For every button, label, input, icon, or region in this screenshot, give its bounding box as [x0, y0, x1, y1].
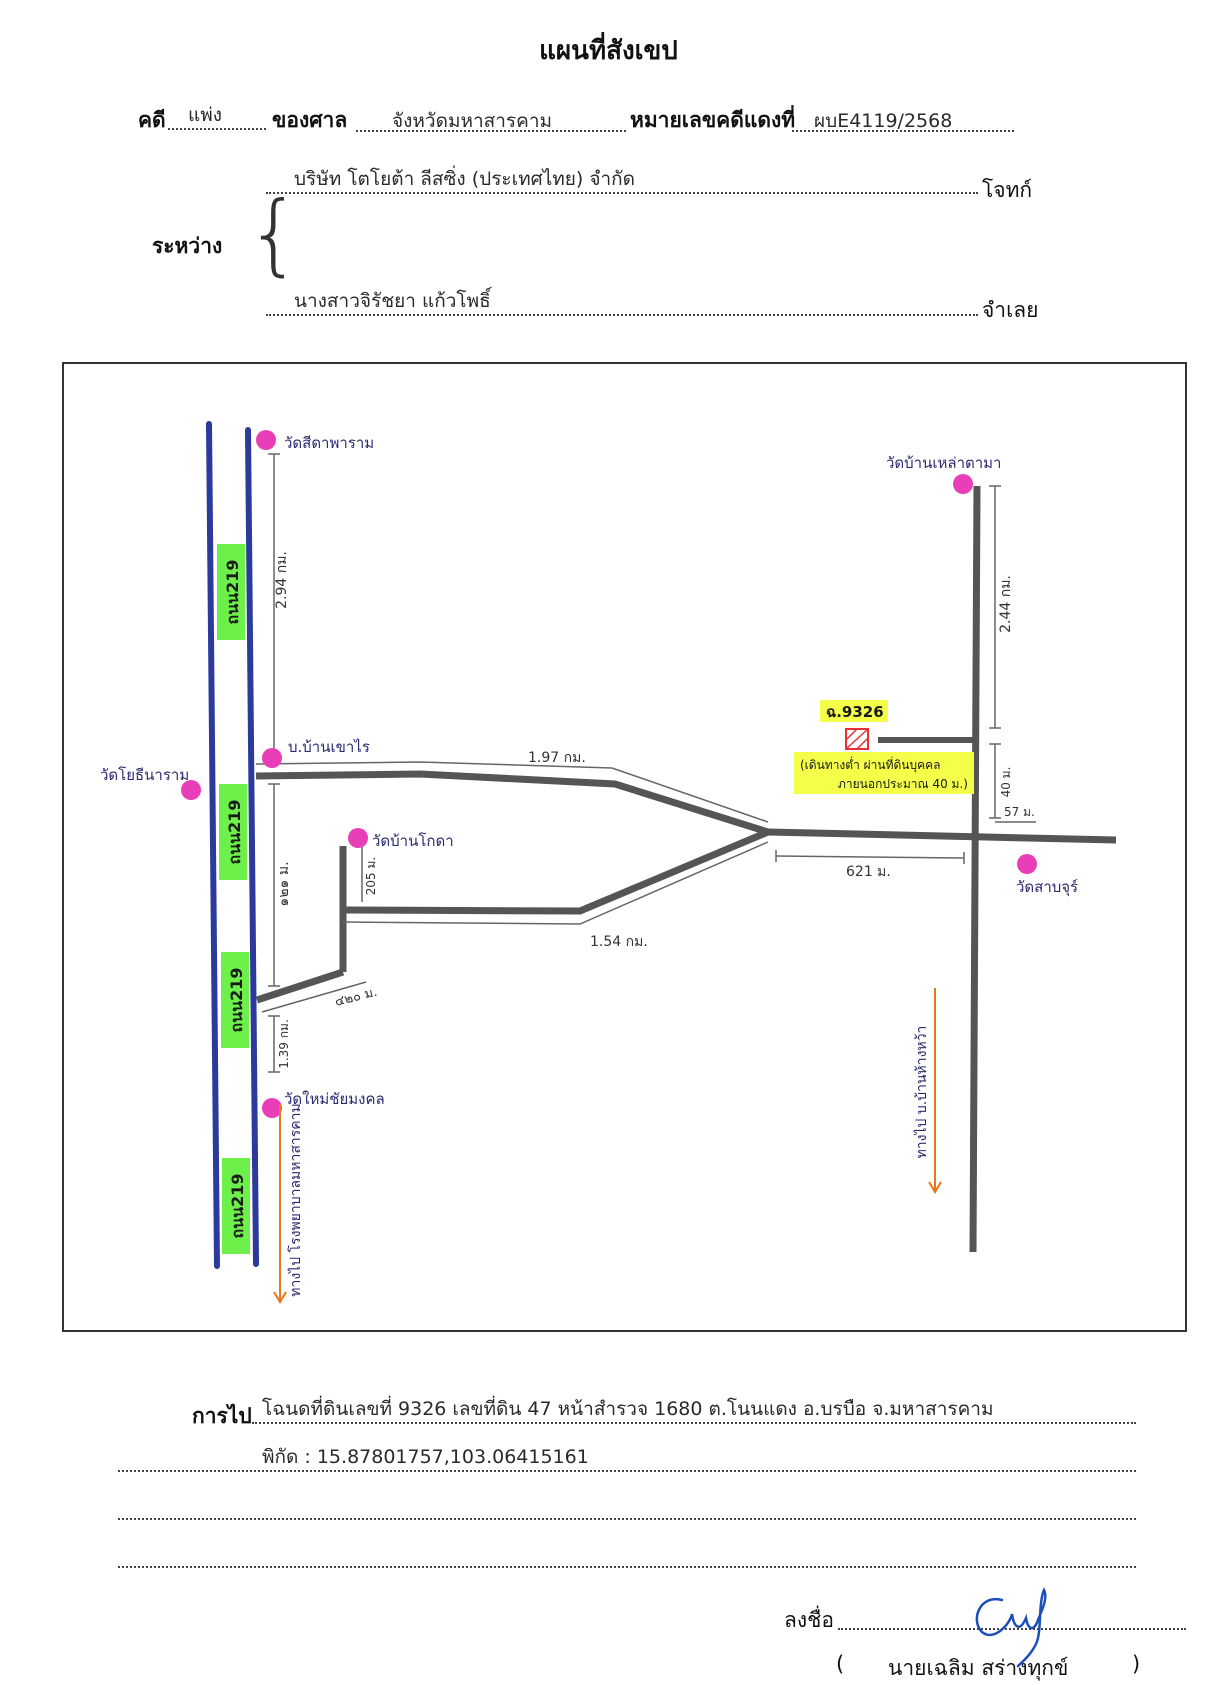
lower-road — [342, 828, 770, 915]
temple-top-right-icon: วัดบ้านเหล่าตามา — [886, 454, 1001, 494]
temple-top-left-icon: วัดสีดาพาราม — [256, 430, 374, 452]
svg-text:วัดใหม่ชัยมงคล: วัดใหม่ชัยมงคล — [284, 1090, 385, 1108]
road-label-1: ถนน219 — [217, 544, 245, 640]
signer-close-paren: ) — [1132, 1652, 1141, 1676]
route-label: การไป — [192, 1404, 252, 1428]
svg-text:(เดินทางต่ำ ผ่านที่ดินบุคคล: (เดินทางต่ำ ผ่านที่ดินบุคคล — [800, 756, 941, 773]
road-label-3: ถนน219 — [221, 952, 249, 1048]
sign-dots — [838, 1628, 1186, 1630]
svg-text:621 ม.: 621 ม. — [846, 864, 891, 880]
temple-ban-noen-icon: บ.บ้านเขาไร — [262, 738, 370, 768]
route-dots-3 — [118, 1518, 1136, 1520]
temple-bottom-left-icon: วัดใหม่ชัยมงคล — [262, 1090, 385, 1118]
plaintiff-name: บริษัท โตโยต้า ลีสซิ่ง (ประเทศไทย) จำกัด — [294, 168, 636, 190]
plaintiff-role: โจทก์ — [982, 178, 1033, 202]
route-dots-4 — [118, 1566, 1136, 1568]
svg-text:วัดบ้านเหล่าตามา: วัดบ้านเหล่าตามา — [886, 454, 1001, 472]
temple-left-icon: วัดโยธีนาราม — [100, 766, 201, 800]
case-type: แพ่ง — [188, 104, 223, 126]
svg-text:1.39 กม.: 1.39 กม. — [277, 1019, 291, 1069]
signer-open-paren: ( — [836, 1652, 845, 1676]
svg-text:วัดโยธีนาราม: วัดโยธีนาราม — [100, 766, 189, 784]
court-name: จังหวัดมหาสารคาม — [392, 110, 553, 132]
svg-text:2.44 กม.: 2.44 กม. — [998, 575, 1014, 633]
svg-text:ถนน219: ถนน219 — [227, 968, 246, 1033]
road-label-4: ถนน219 — [222, 1158, 250, 1254]
svg-text:1.54 กม.: 1.54 กม. — [590, 934, 648, 950]
svg-text:ภายนอกประมาณ 40 ม.): ภายนอกประมาณ 40 ม.) — [838, 777, 968, 791]
arrow-right-direction: ทางไป บ.บ้านห้างหว้า — [913, 988, 942, 1194]
highway-line-left — [206, 421, 220, 1269]
defendant-name: นางสาวจิรัชยา แก้วโพธิ์ — [294, 290, 491, 312]
sign-label: ลงชื่อ — [784, 1608, 834, 1632]
measure-lines — [255, 453, 1036, 1073]
svg-text:วัดสีดาพาราม: วัดสีดาพาราม — [284, 434, 374, 452]
between-label: ระหว่าง — [152, 234, 223, 258]
svg-text:1.97 กม.: 1.97 กม. — [528, 750, 586, 766]
parcel-marker: ฉ.9326 — [820, 700, 888, 750]
route-dots-1 — [252, 1422, 1136, 1424]
court-dots — [356, 130, 626, 132]
svg-text:40 ม.: 40 ม. — [999, 767, 1013, 798]
lower-connector-road — [255, 968, 345, 1004]
signature-image — [975, 1587, 1047, 1668]
brace: { — [246, 182, 302, 285]
svg-text:ถนน219: ถนน219 — [223, 560, 242, 625]
svg-text:ถนน219: ถนน219 — [225, 800, 244, 865]
svg-text:๑๒๑ ม.: ๑๒๑ ม. — [276, 861, 292, 906]
upper-road — [255, 770, 770, 836]
svg-text:ฉ.9326: ฉ.9326 — [826, 703, 884, 721]
svg-text:57 ม.: 57 ม. — [1004, 805, 1035, 819]
court-label: ของศาล — [272, 108, 348, 132]
case-type-dots — [168, 128, 266, 130]
svg-text:ถนน219: ถนน219 — [228, 1174, 247, 1239]
page-title: แผนที่สังเขป — [539, 36, 678, 66]
svg-text:บ.บ้านเขาไร: บ.บ้านเขาไร — [288, 738, 370, 756]
red-case-label: หมายเลขคดีแดงที่ — [630, 108, 796, 132]
defendant-role: จำเลย — [982, 298, 1039, 322]
svg-text:205 ม.: 205 ม. — [364, 857, 378, 895]
svg-text:วัดสาบจุร์: วัดสาบจุร์ — [1016, 878, 1078, 897]
highway-line-right — [245, 427, 259, 1267]
svg-text:ทางไป โรงพยาบาลมหาสารคาม: ทางไป โรงพยาบาลมหาสารคาม — [287, 1103, 304, 1297]
route-dots-2 — [118, 1470, 1136, 1472]
red-case-dots — [792, 130, 1014, 132]
parcel-note: (เดินทางต่ำ ผ่านที่ดินบุคคล ภายนอกประมาณ… — [794, 752, 974, 794]
case-label: คดี — [138, 108, 166, 132]
temple-mid-icon: วัดบ้านโกดา — [348, 828, 454, 850]
road-label-2: ถนน219 — [219, 784, 247, 880]
arrow-left-direction: ทางไป โรงพยาบาลมหาสารคาม — [273, 1103, 304, 1304]
map-frame — [62, 362, 1187, 1332]
defendant-dots — [266, 314, 978, 316]
right-vertical-road — [969, 485, 981, 1253]
red-case-number: ผบE4119/2568 — [814, 110, 953, 132]
svg-text:2.94 กม.: 2.94 กม. — [274, 551, 290, 609]
temple-right-icon: วัดสาบจุร์ — [1016, 854, 1078, 897]
route-line-2: พิกัด : 15.87801757,103.06415161 — [262, 1446, 589, 1468]
main-east-road — [767, 828, 1117, 844]
signer-name: นายเฉลิม สร่างทุกข์ — [888, 1656, 1069, 1680]
svg-text:วัดบ้านโกดา: วัดบ้านโกดา — [372, 832, 454, 850]
svg-text:๔๒๐ ม.: ๔๒๐ ม. — [333, 985, 379, 1010]
plaintiff-dots — [266, 192, 978, 194]
svg-text:ทางไป บ.บ้านห้างหว้า: ทางไป บ.บ้านห้างหว้า — [913, 1026, 930, 1159]
route-line-1: โฉนดที่ดินเลขที่ 9326 เลขที่ดิน 47 หน้าส… — [262, 1398, 994, 1420]
